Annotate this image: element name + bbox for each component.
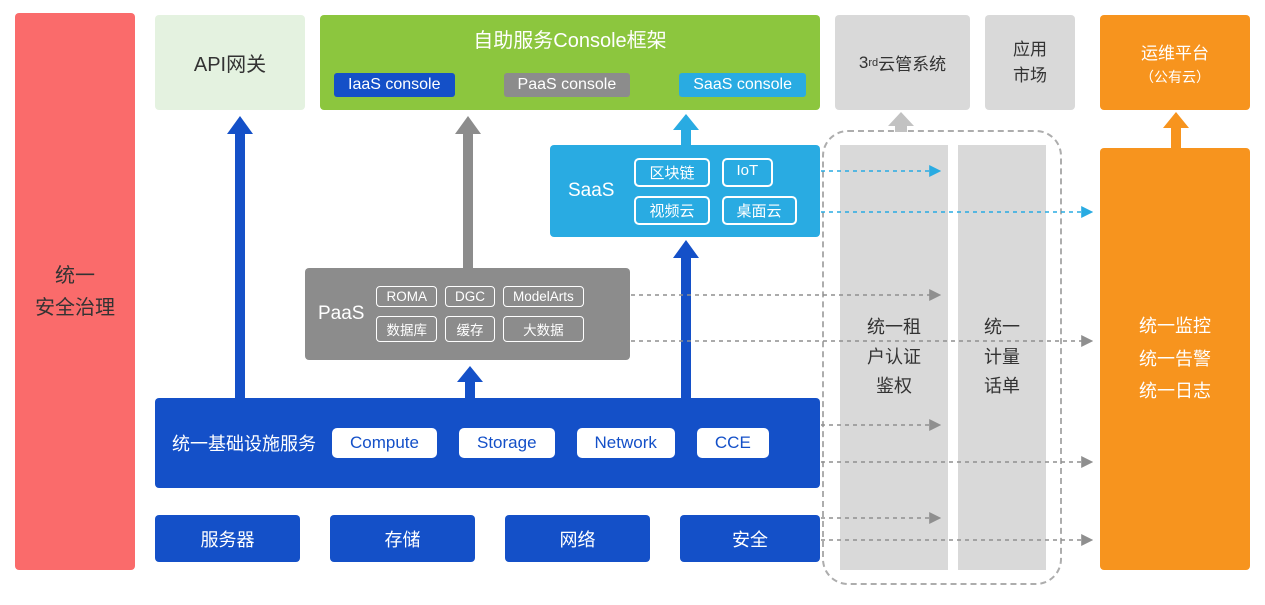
console-buttons-row: IaaS console PaaS console SaaS console	[334, 73, 806, 97]
security-governance-bar: 统一 安全治理	[15, 13, 135, 570]
metering-billing-bar: 统一 计量 话单	[958, 145, 1046, 570]
arrow-infra-to-api-gateway	[227, 116, 253, 400]
paas-chip-database: 数据库	[376, 316, 437, 342]
app-market-box: 应用 市场	[985, 15, 1075, 110]
console-frame-title: 自助服务Console框架	[473, 30, 667, 52]
infrastructure-services-box: 统一基础设施服务 Compute Storage Network CCE	[155, 398, 820, 488]
third-party-sup: rd	[868, 56, 879, 69]
shared-services-dashed-container	[822, 130, 1062, 585]
arrow-infra-to-saas	[673, 240, 699, 400]
paas-chip-cache: 缓存	[444, 316, 495, 342]
infra-chip-network: Network	[576, 428, 675, 458]
iaas-console-button: IaaS console	[334, 73, 455, 97]
ops-platform-title: 运维平台	[1141, 43, 1209, 63]
infrastructure-chip-row: Compute Storage Network CCE	[332, 428, 769, 458]
paas-chip-roma: ROMA	[376, 286, 437, 307]
arrow-saas-to-console	[673, 114, 699, 147]
saas-chip-grid: 区块链 IoT 视频云 桌面云	[634, 157, 797, 225]
saas-chip-desktop-cloud: 桌面云	[721, 195, 797, 225]
paas-label: PaaS	[318, 303, 365, 324]
paas-chip-modelarts: ModelArts	[502, 286, 584, 307]
saas-chip-video-cloud: 视频云	[634, 195, 710, 225]
ops-platform-box: 运维平台 （公有云）	[1100, 15, 1250, 110]
ops-platform-subtitle: （公有云）	[1140, 68, 1210, 85]
third-party-prefix: 3	[858, 52, 869, 72]
monitoring-alarm-log-box: 统一监控 统一告警 统一日志	[1100, 148, 1250, 570]
paas-console-button: PaaS console	[503, 73, 631, 97]
paas-chip-bigdata: 大数据	[502, 316, 584, 342]
security-box: 安全	[680, 515, 820, 562]
saas-box: SaaS 区块链 IoT 视频云 桌面云	[550, 145, 820, 237]
server-box: 服务器	[155, 515, 300, 562]
saas-console-button: SaaS console	[679, 73, 806, 97]
console-frame-box: 自助服务Console框架 IaaS console PaaS console …	[320, 15, 820, 110]
paas-box: PaaS ROMA DGC ModelArts 数据库 缓存 大数据	[305, 268, 630, 360]
paas-chip-grid: ROMA DGC ModelArts 数据库 缓存 大数据	[376, 286, 584, 342]
tenant-auth-bar: 统一租 户认证 鉴权	[840, 145, 948, 570]
infra-chip-storage: Storage	[458, 428, 555, 458]
api-gateway-box: API网关	[155, 15, 305, 110]
arrow-infra-to-paas	[457, 366, 483, 400]
arrow-paas-to-console	[455, 116, 481, 270]
paas-chip-dgc: DGC	[444, 286, 495, 307]
saas-label: SaaS	[568, 180, 615, 201]
storage-box: 存储	[330, 515, 475, 562]
third-party-suffix: 云管系统	[878, 55, 947, 74]
saas-chip-iot: IoT	[721, 157, 774, 187]
infra-chip-compute: Compute	[332, 428, 437, 458]
infra-chip-cce: CCE	[696, 428, 769, 458]
arrow-monitor-to-ops-platform	[1163, 112, 1189, 149]
network-box: 网络	[505, 515, 650, 562]
saas-chip-blockchain: 区块链	[634, 157, 710, 187]
arrow-container-to-third-party	[888, 112, 914, 132]
infrastructure-label: 统一基础设施服务	[172, 434, 316, 454]
